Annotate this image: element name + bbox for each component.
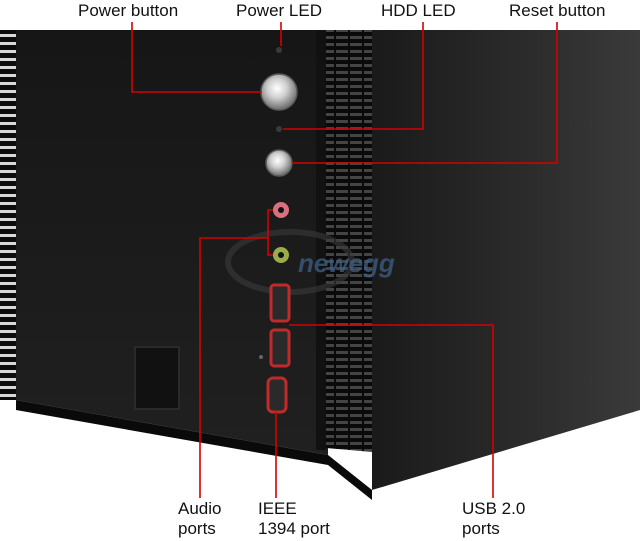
- leader-hdd-led: [283, 22, 424, 130]
- front-indent: [134, 346, 180, 410]
- front-panel: [16, 30, 328, 455]
- label-reset-button: Reset button: [509, 1, 606, 20]
- label-audio-ports: Audio ports: [178, 499, 222, 538]
- leader-audio-green: [267, 238, 273, 256]
- usb-indicator-dot: [259, 355, 263, 359]
- label-power-led: Power LED: [236, 1, 322, 20]
- leader-reset-button: [292, 22, 558, 164]
- label-hdd-led: HDD LED: [381, 1, 456, 20]
- label-usb-ports: USB 2.0 ports: [462, 499, 526, 538]
- vent-frame: [316, 30, 326, 450]
- front-vent-column: [322, 30, 372, 452]
- label-power-button: Power button: [78, 1, 179, 20]
- leader-power-button: [131, 22, 262, 93]
- left-vent-strip: [0, 30, 16, 400]
- case-bottom-edge: [16, 400, 372, 500]
- side-panel: [372, 30, 640, 490]
- leader-usb-ports: [289, 324, 494, 498]
- label-ieee-1394-port: IEEE 1394 port: [258, 499, 330, 538]
- usb-port-2[interactable]: [269, 328, 291, 368]
- usb-port-1[interactable]: [269, 283, 291, 323]
- hdd-led: [276, 126, 282, 132]
- ieee-1394-port[interactable]: [266, 376, 288, 414]
- reset-button[interactable]: [265, 149, 293, 177]
- watermark-text: newegg: [298, 248, 395, 278]
- power-button[interactable]: [260, 73, 298, 111]
- power-led: [276, 47, 282, 53]
